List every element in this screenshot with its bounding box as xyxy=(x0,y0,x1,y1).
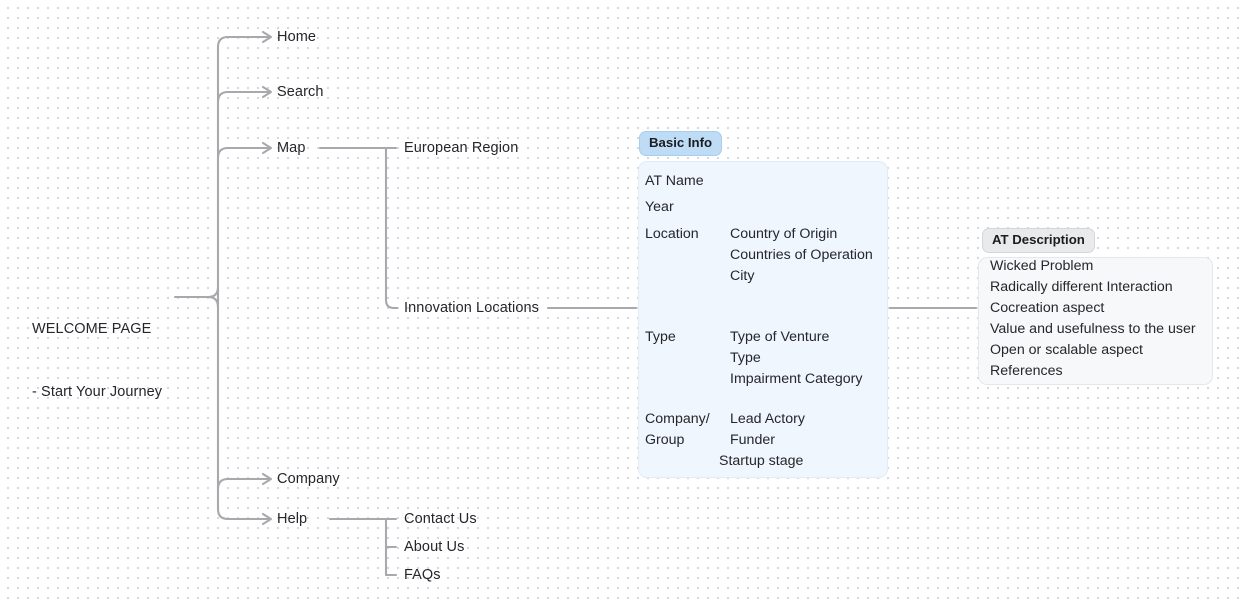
wire-branch-help xyxy=(216,507,272,521)
arrowhead-home xyxy=(261,30,273,44)
at-description-panel xyxy=(978,257,1213,385)
node-company[interactable]: Company xyxy=(277,471,340,487)
basic-info-value-startup-stage: Startup stage xyxy=(719,453,804,469)
wire-branch-map xyxy=(216,146,272,160)
basic-info-value-lead-actory: Lead Actory xyxy=(730,411,805,427)
arrowhead-search xyxy=(261,85,273,99)
wire-map-subspine xyxy=(384,151,399,310)
at-description-item-radically-different-interaction: Radically different Interaction xyxy=(990,279,1173,295)
at-description-item-wicked-problem: Wicked Problem xyxy=(990,258,1094,274)
arrowhead-map xyxy=(261,141,273,155)
node-faqs[interactable]: FAQs xyxy=(404,567,441,583)
at-description-item-value-and-usefulness: Value and usefulness to the user xyxy=(990,321,1196,337)
basic-info-value-funder: Funder xyxy=(730,432,775,448)
root-node-line1: WELCOME PAGE xyxy=(32,321,152,337)
basic-info-value-type-of-venture: Type of Venture xyxy=(730,329,830,345)
arrowhead-help xyxy=(261,512,273,526)
at-description-badge[interactable]: AT Description xyxy=(982,228,1095,253)
wire-root-stem-lower xyxy=(173,295,220,309)
wire-branch-company xyxy=(216,477,272,491)
basic-info-key-location: Location xyxy=(645,226,699,242)
node-home[interactable]: Home xyxy=(277,29,317,45)
basic-info-panel xyxy=(638,161,888,478)
at-description-item-references: References xyxy=(990,363,1063,379)
basic-info-value-city: City xyxy=(730,268,755,284)
node-about-us[interactable]: About Us xyxy=(404,539,465,555)
node-contact-us[interactable]: Contact Us xyxy=(404,511,477,527)
arrowhead-company xyxy=(261,472,273,486)
node-map[interactable]: Map xyxy=(277,140,306,156)
basic-info-key-company: Company/ xyxy=(645,411,710,427)
at-description-item-open-or-scalable-aspect: Open or scalable aspect xyxy=(990,342,1144,358)
basic-info-key-group: Group xyxy=(645,432,685,448)
basic-info-key-at-name: AT Name xyxy=(645,173,704,189)
wire-branch-search xyxy=(216,90,272,104)
at-description-item-cocreation-aspect: Cocreation aspect xyxy=(990,300,1105,316)
basic-info-badge[interactable]: Basic Info xyxy=(639,131,723,156)
basic-info-value-impairment-category: Impairment Category xyxy=(730,371,863,387)
root-node[interactable]: WELCOME PAGE - Start Your Journey xyxy=(32,277,162,445)
basic-info-key-type: Type xyxy=(645,329,676,345)
node-european-region[interactable]: European Region xyxy=(404,140,519,156)
basic-info-key-year: Year xyxy=(645,199,674,215)
wire-branch-home xyxy=(216,35,272,49)
node-innovation-locations[interactable]: Innovation Locations xyxy=(404,300,540,316)
basic-info-value-country-of-origin: Country of Origin xyxy=(730,226,838,242)
node-help[interactable]: Help xyxy=(277,511,308,527)
root-node-line2: - Start Your Journey xyxy=(32,384,163,400)
basic-info-value-countries-of-operation: Countries of Operation xyxy=(730,247,873,263)
basic-info-value-type: Type xyxy=(730,350,761,366)
node-search[interactable]: Search xyxy=(277,84,324,100)
wire-help-subspine xyxy=(384,517,398,577)
wire-root-stem-upper xyxy=(206,285,220,299)
